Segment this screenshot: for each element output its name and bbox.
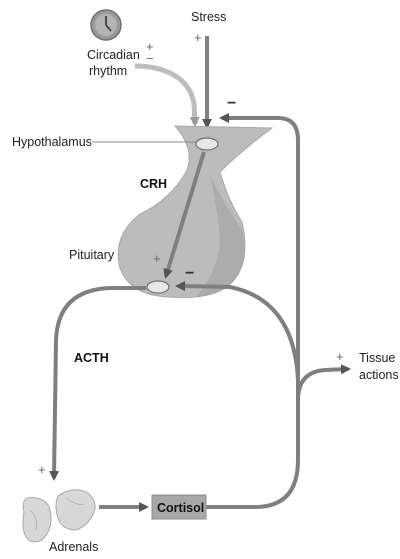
- pituitary-label: Pituitary: [69, 248, 115, 262]
- crh-label: CRH: [140, 177, 167, 191]
- circadian-label-line2: rhythm: [89, 64, 127, 78]
- pituitary-plus-sign: +: [153, 251, 161, 266]
- pituitary-nucleus: [147, 281, 169, 293]
- adrenals-plus-sign: +: [38, 462, 46, 477]
- stress-label: Stress: [191, 10, 226, 24]
- acth-label: ACTH: [74, 351, 109, 365]
- circadian-minus-sign: −: [146, 51, 154, 66]
- acth-arrow: [54, 288, 146, 478]
- tissue-label-line1: Tissue: [359, 351, 395, 365]
- clock-icon: [91, 10, 121, 40]
- hypothalamus-label: Hypothalamus: [12, 135, 92, 149]
- hypothalamus-feedback-minus-sign: −: [227, 95, 236, 112]
- adrenal-glands-icon: [23, 490, 95, 542]
- tissue-label-line2: actions: [359, 368, 399, 382]
- circadian-label-line1: Circadian: [87, 48, 140, 62]
- pituitary-feedback-arrow: [178, 286, 298, 380]
- stress-plus-sign: +: [194, 30, 202, 45]
- adrenals-label: Adrenals: [49, 540, 98, 554]
- pituitary-feedback-minus-sign: −: [185, 265, 194, 282]
- cortisol-label: Cortisol: [157, 501, 204, 515]
- hypothalamus-nucleus: [196, 138, 218, 150]
- pituitary-gland-shape: [118, 126, 272, 298]
- circadian-arrow: [135, 66, 195, 124]
- tissue-actions-arrow: [298, 369, 348, 400]
- tissue-plus-sign: +: [336, 349, 344, 364]
